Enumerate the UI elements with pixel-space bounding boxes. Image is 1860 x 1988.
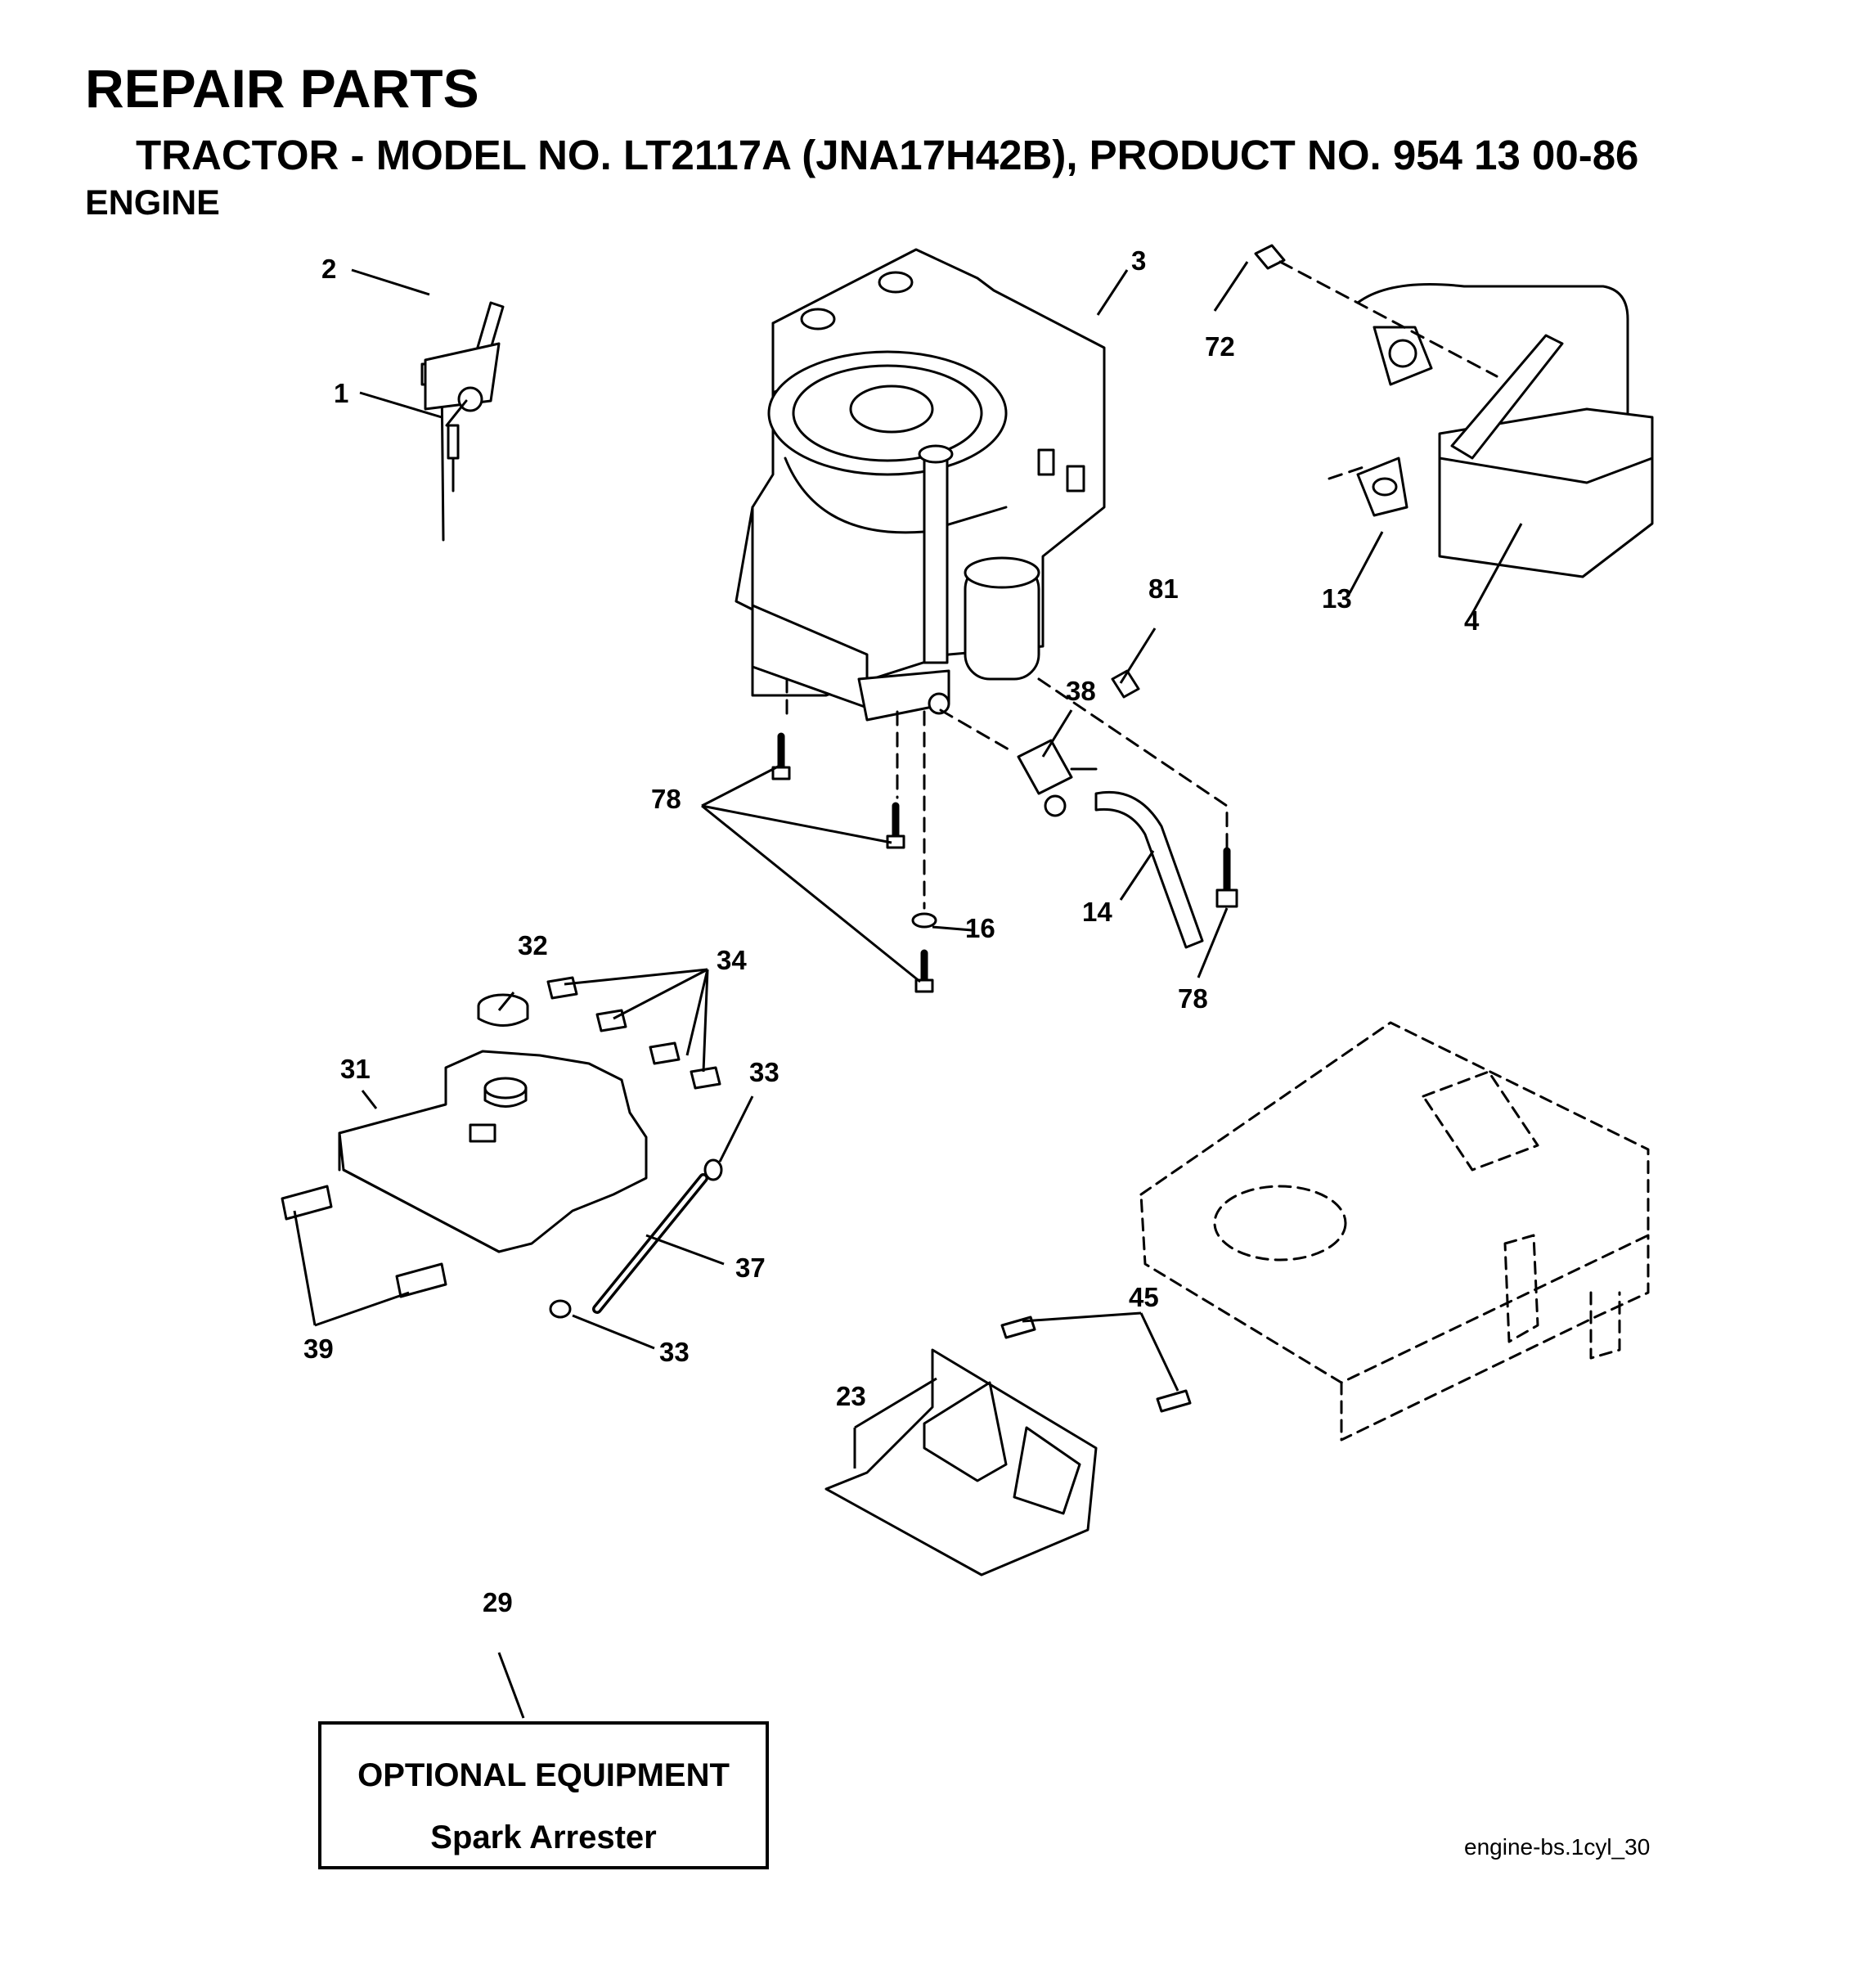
callout-33-top: 33 [749,1057,779,1087]
callout-31: 31 [340,1054,371,1084]
fuel-tank-drawing [281,976,721,1298]
callout-23: 23 [836,1381,866,1411]
callout-29: 29 [483,1587,513,1617]
callout-78-right: 78 [1178,983,1208,1014]
callout-37: 37 [735,1253,766,1283]
page-title: REPAIR PARTS [85,58,479,119]
callout-39: 39 [303,1334,334,1364]
muffler-drawing [1254,244,1654,578]
mounting-bolts-drawing [771,732,1238,993]
engine-drawing [735,248,1106,722]
callout-13: 13 [1322,583,1352,614]
fuel-hose-drawing [549,1158,723,1319]
callout-16: 16 [965,913,995,943]
optional-equipment-box: OPTIONAL EQUIPMENT Spark Arrester [318,1721,769,1869]
callout-34: 34 [717,945,747,975]
callout-4: 4 [1464,605,1480,636]
callout-33-bottom: 33 [659,1337,690,1367]
throttle-control-drawing [420,301,505,542]
fuel-line-drawing [1017,669,1204,949]
callout-14: 14 [1082,897,1112,927]
callout-78-left: 78 [651,784,681,814]
callout-3: 3 [1131,245,1146,276]
callout-72: 72 [1205,331,1235,362]
callout-2: 2 [321,254,336,284]
callout-81: 81 [1148,573,1179,604]
optional-equipment-title: OPTIONAL EQUIPMENT [357,1757,730,1793]
section-heading: ENGINE [85,183,220,223]
optional-equipment-item: Spark Arrester [430,1819,657,1855]
callout-1: 1 [334,378,348,408]
model-subtitle: TRACTOR - MODEL NO. LT2117A (JNA17H42B),… [136,132,1639,178]
chassis-frame-drawing [1139,1021,1650,1442]
heat-shield-drawing [824,1316,1192,1576]
callout-38: 38 [1066,676,1096,706]
callout-45: 45 [1129,1282,1159,1312]
callout-32: 32 [518,930,548,960]
diagram-reference: engine-bs.1cyl_30 [1464,1834,1651,1860]
